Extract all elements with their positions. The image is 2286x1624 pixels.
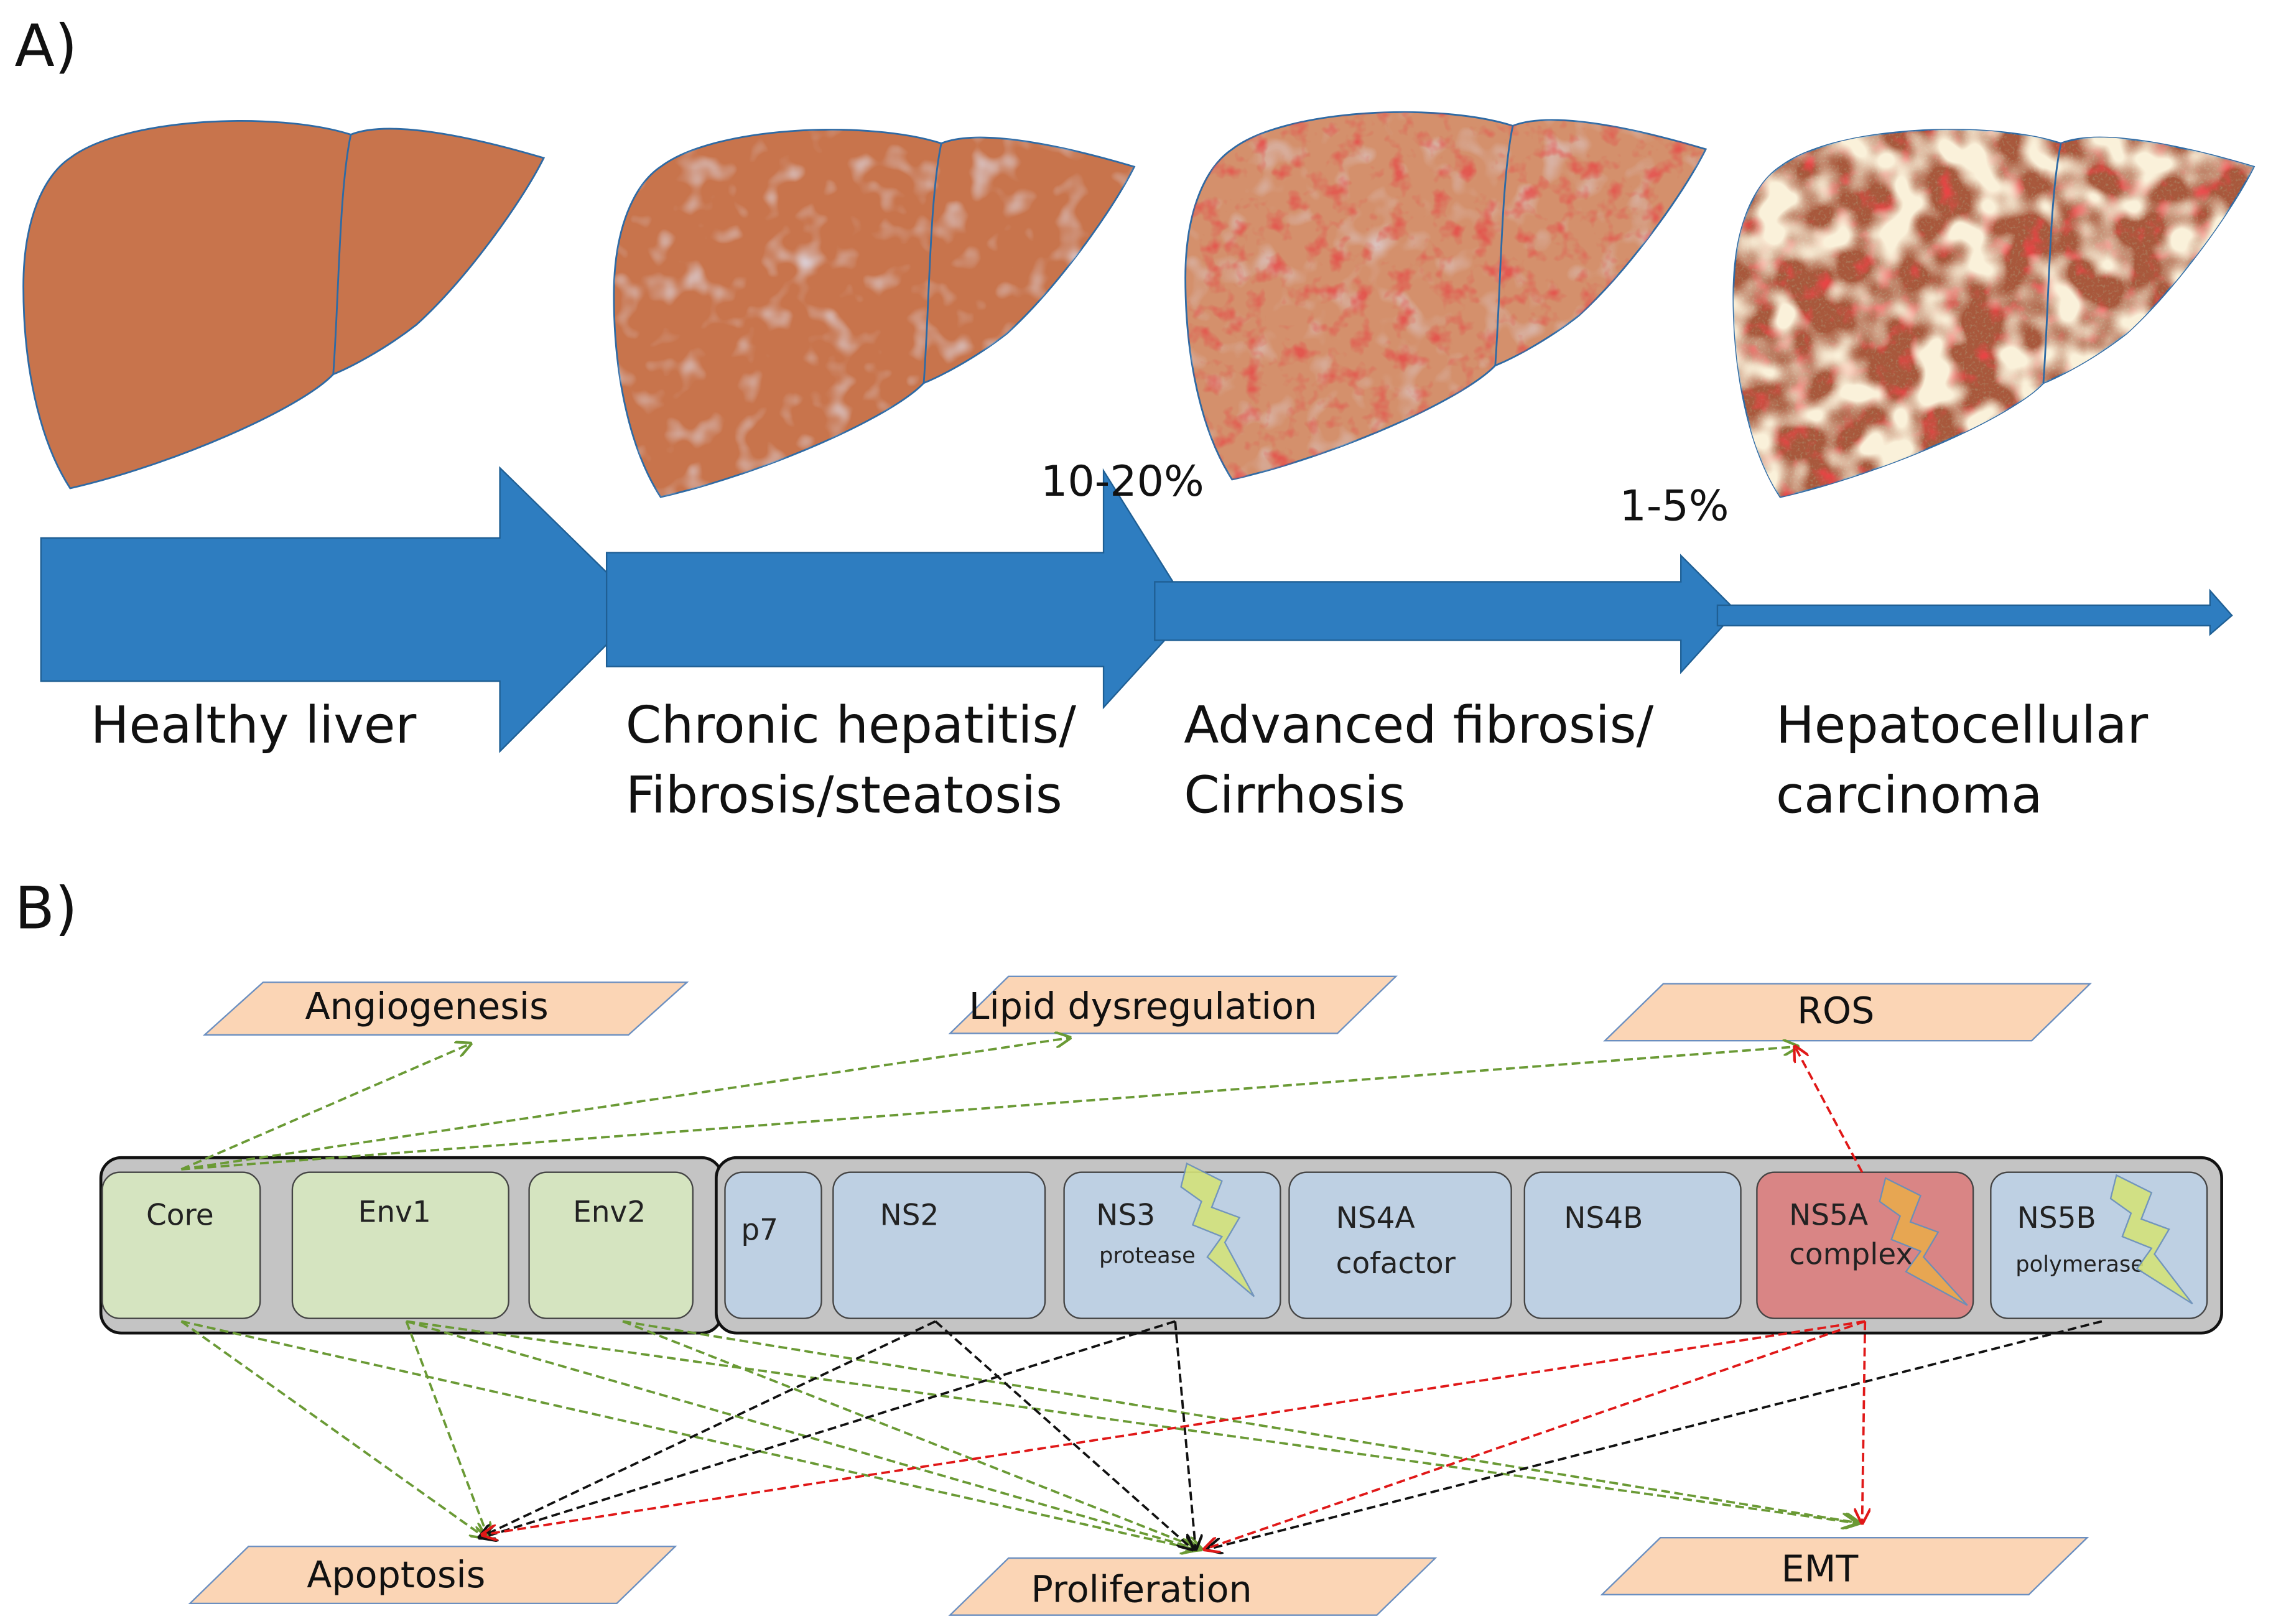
progression-arrow-4 <box>1716 588 2233 636</box>
progression-arrow <box>40 466 2233 753</box>
stage-hcc-label-line1: Hepatocellular <box>1776 696 2148 755</box>
links-red <box>482 1047 1865 1549</box>
outcome-lipid-dysregulation: Lipid dysregulation <box>948 975 1398 1034</box>
stage-cirrhosis-label-line1: Advanced fibrosis/ <box>1184 696 1653 755</box>
link-ns5a-emt <box>1862 1321 1866 1523</box>
outcome-lipid-label: Lipid dysregulation <box>969 985 1317 1028</box>
link-env2-emt <box>622 1320 1859 1523</box>
protein-ns5a: NS5A complex <box>1756 1171 1974 1319</box>
liver-cirrhosis <box>1184 111 1708 481</box>
outcome-proliferation-label: Proliferation <box>1031 1568 1252 1611</box>
liver-hcc <box>1732 129 2256 498</box>
protein-core: Core <box>101 1171 261 1319</box>
protein-ns5b-sublabel: polymerase <box>2015 1251 2144 1277</box>
ns5b-lightning-icon <box>2109 1174 2193 1305</box>
link-env1-emt <box>406 1320 1856 1523</box>
progression-arrow-2 <box>605 468 1192 710</box>
rate-hcc: 1-5% <box>1620 482 1729 531</box>
link-core-proliferation <box>180 1320 1196 1549</box>
panel-b-label: B) <box>14 875 77 942</box>
progression-arrow-3 <box>1154 554 1738 675</box>
protein-ns5b-label: NS5B <box>2017 1201 2096 1235</box>
link-core-angiogenesis <box>180 1044 470 1171</box>
protein-ns3-label: NS3 <box>1096 1198 1155 1232</box>
link-env2-proliferation <box>622 1320 1201 1549</box>
links-black <box>480 1320 2102 1549</box>
protein-env2-label: Env2 <box>573 1195 646 1230</box>
outcome-proliferation: Proliferation <box>948 1557 1438 1616</box>
outcome-apoptosis: Apoptosis <box>188 1546 677 1605</box>
protein-env1-label: Env1 <box>358 1195 431 1230</box>
link-env1-proliferation <box>406 1320 1199 1549</box>
stage-cirrhosis-label-line2: Cirrhosis <box>1184 766 1405 825</box>
link-core-apoptosis <box>180 1320 485 1538</box>
protein-ns3: NS3 protease <box>1063 1162 1281 1319</box>
link-ns5a-proliferation <box>1204 1320 1866 1549</box>
link-ns2-proliferation <box>934 1320 1193 1549</box>
protein-p7-label: p7 <box>741 1213 778 1247</box>
stage-labels: Healthy liver Chronic hepatitis/ Fibrosi… <box>91 696 2149 825</box>
protein-ns5a-sublabel: complex <box>1789 1238 1913 1272</box>
ns5a-lightning-icon <box>1879 1177 1968 1306</box>
protein-ns5a-label: NS5A <box>1789 1198 1868 1232</box>
protein-p7: p7 <box>724 1171 822 1319</box>
links-green <box>180 1038 1859 1549</box>
link-env1-apoptosis <box>405 1320 488 1538</box>
protein-core-label: Core <box>146 1198 214 1232</box>
protein-ns2-label: NS2 <box>880 1198 939 1232</box>
link-core-lipid <box>181 1038 1070 1171</box>
progression-arrow-1 <box>40 466 644 753</box>
rate-cirrhosis: 10-20% <box>1041 457 1204 506</box>
link-ns5a-ros <box>1795 1047 1864 1173</box>
outcome-apoptosis-label: Apoptosis <box>307 1553 485 1596</box>
outcome-emt: EMT <box>1600 1536 2089 1595</box>
outcome-ros: ROS <box>1603 983 2093 1042</box>
protein-env2: Env2 <box>528 1171 694 1319</box>
link-ns2-apoptosis <box>480 1320 936 1538</box>
protein-ns2: NS2 <box>832 1171 1046 1319</box>
link-ns3-proliferation <box>1174 1321 1196 1549</box>
protein-ns4a-label: NS4A <box>1336 1201 1415 1235</box>
stage-chronic-label-line2: Fibrosis/steatosis <box>626 766 1062 825</box>
protein-env1: Env1 <box>291 1171 509 1319</box>
outcome-angiogenesis-label: Angiogenesis <box>305 985 549 1028</box>
link-ns3-apoptosis <box>482 1320 1176 1538</box>
stage-hcc-label-line2: carcinoma <box>1776 766 2043 825</box>
ns3-lightning-icon <box>1180 1162 1255 1297</box>
protein-ns4a: NS4A cofactor <box>1288 1171 1512 1319</box>
outcome-emt-label: EMT <box>1782 1547 1859 1590</box>
protein-ns5b: NS5B polymerase <box>1990 1171 2208 1319</box>
stage-healthy-label: Healthy liver <box>91 696 417 755</box>
liver-healthy <box>22 120 546 490</box>
outcome-angiogenesis: Angiogenesis <box>202 981 689 1036</box>
protein-ns4a-label-line2: cofactor <box>1336 1246 1456 1281</box>
protein-ns3-sublabel: protease <box>1099 1243 1196 1268</box>
protein-ns4b-label: NS4B <box>1564 1201 1643 1235</box>
link-ns5b-proliferation <box>1207 1320 2102 1549</box>
outcome-ros-label: ROS <box>1797 989 1874 1032</box>
link-ns5a-apoptosis <box>482 1320 1866 1534</box>
protein-ns4b: NS4B <box>1523 1171 1742 1319</box>
link-core-ros <box>181 1047 1798 1171</box>
stage-chronic-label-line1: Chronic hepatitis/ <box>626 696 1077 755</box>
panel-a-label: A) <box>14 12 77 80</box>
